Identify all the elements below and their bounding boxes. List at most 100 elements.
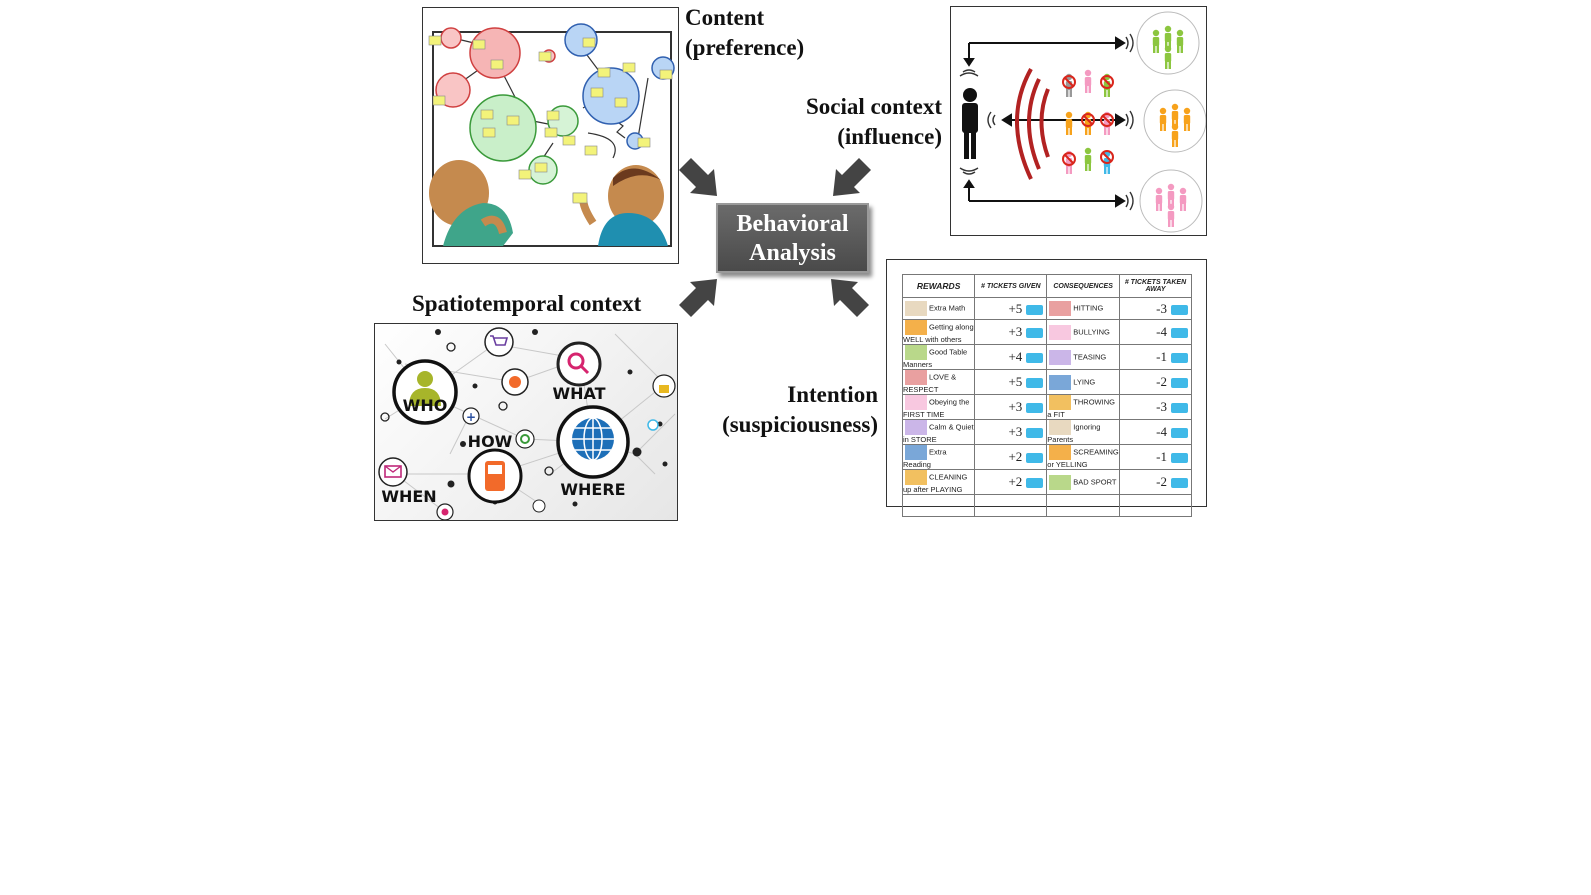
ticket-icon (1026, 478, 1044, 489)
given-text: +5 (1008, 300, 1023, 316)
table-empty-row (901, 494, 1193, 517)
clipart-icon (905, 301, 927, 316)
clipart-icon (905, 470, 927, 485)
ticket-icon (1171, 428, 1188, 439)
w5-how: HOW (468, 432, 513, 451)
thick-arrow-icon (679, 158, 871, 317)
ticket-icon (1171, 378, 1188, 389)
clipart-icon (1049, 474, 1072, 490)
reward-text: LOVE & RESPECT (903, 372, 957, 394)
clipart-icon (905, 445, 927, 460)
w5-where: WHERE (560, 480, 625, 499)
group-icon (1136, 11, 1206, 233)
w5-network-illustration: WHO WHAT + HOW WHERE WHEN (378, 327, 676, 520)
ticket-icon (1026, 403, 1044, 414)
col-tickets-given: # TICKETS GIVEN (974, 274, 1048, 298)
w5-who: WHO (403, 396, 448, 415)
col-consequences: CONSEQUENCES (1046, 274, 1120, 298)
table-row: LOVE & RESPECT +5 LYING -2 (901, 369, 1193, 395)
given-text: +2 (1008, 474, 1023, 489)
reward-text: Calm & Quiet in STORE (903, 422, 974, 444)
reward-text: Getting along WELL with others (903, 322, 974, 344)
given-text: +4 (1008, 349, 1023, 364)
clipart-icon (1049, 301, 1072, 316)
ticket-icon (1026, 304, 1044, 315)
consequence-text: LYING (1073, 377, 1096, 387)
consequence-text: HITTING (1073, 303, 1104, 313)
ticket-icon (1171, 328, 1188, 339)
clipart-icon (1049, 349, 1072, 365)
taken-text: -1 (1156, 349, 1167, 364)
clipart-icon (905, 420, 927, 435)
reward-text: Obeying the FIRST TIME (903, 397, 970, 419)
table-row: Getting along WELL with others +3 BULLYING… (901, 319, 1193, 345)
center-line1: Behavioral (736, 211, 849, 237)
social-influence-illustration (959, 11, 1206, 233)
spatiotemporal-label: Spatiotemporal context (412, 291, 642, 316)
taken-text: -3 (1156, 399, 1167, 414)
spatiotemporal-panel: WHO WHAT + HOW WHERE WHEN (374, 323, 678, 521)
ticket-icon (1171, 403, 1188, 414)
content-panel (422, 7, 679, 264)
content-label-line2: (preference) (685, 35, 805, 60)
clipart-icon (905, 370, 927, 385)
given-text: +3 (1008, 399, 1023, 414)
ticket-icon (1026, 453, 1044, 464)
social-label-line1: Social context (805, 94, 942, 119)
taken-text: -1 (1156, 449, 1167, 464)
intention-label-line2: (suspiciousness) (722, 412, 878, 437)
col-rewards: REWARDS (901, 274, 976, 298)
table-header-row: REWARDS # TICKETS GIVEN CONSEQUENCES # T… (901, 274, 1193, 298)
consequence-text: BULLYING (1073, 327, 1110, 337)
clipart-icon (905, 345, 927, 360)
svg-text:+: + (466, 410, 476, 424)
reward-text: CLEANING up after PLAYING (903, 472, 968, 494)
consequence-text: Ignoring Parents (1047, 422, 1101, 444)
clipart-icon (1049, 395, 1072, 410)
given-text: +5 (1008, 374, 1023, 389)
content-label: Content (preference) (685, 3, 804, 63)
table-row: Extra Math +5 HITTING -3 (901, 297, 1193, 320)
taken-text: -2 (1156, 374, 1167, 389)
reward-text: Extra Math (929, 303, 966, 313)
ticket-icon (1171, 353, 1188, 364)
clipart-icon (1049, 420, 1072, 435)
ticket-icon (1171, 304, 1188, 315)
given-text: +3 (1008, 424, 1023, 439)
person-icon (962, 88, 978, 159)
taken-text: -3 (1156, 300, 1167, 316)
intention-label: Intention (suspiciousness) (700, 380, 878, 440)
ticket-icon (1026, 378, 1044, 389)
social-label: Social context (influence) (790, 92, 942, 152)
intention-label-line1: Intention (787, 382, 878, 407)
ticket-icon (1026, 428, 1044, 439)
center-line2: Analysis (749, 240, 836, 266)
behavioral-analysis-box: Behavioral Analysis (716, 203, 869, 273)
table-row: Good Table Manners +4 TEASING -1 (901, 344, 1193, 370)
social-panel (950, 6, 1207, 236)
w5-when: WHEN (381, 487, 436, 506)
ticket-icon (1026, 328, 1044, 339)
given-text: +3 (1008, 324, 1023, 339)
consequence-text: SCREAMING or YELLING (1047, 447, 1119, 469)
ticket-icon (1171, 453, 1188, 464)
taken-text: -2 (1156, 474, 1167, 489)
taken-text: -4 (1156, 324, 1167, 339)
col-tickets-taken: # TICKETS TAKEN AWAY (1118, 274, 1193, 298)
clipart-icon (1049, 445, 1072, 460)
reward-text: Extra Reading (903, 447, 947, 469)
consequence-text: TEASING (1073, 352, 1107, 362)
w5-what: WHAT (552, 384, 605, 403)
rewards-table: REWARDS # TICKETS GIVEN CONSEQUENCES # T… (901, 274, 1193, 517)
clipart-icon (905, 395, 927, 410)
table-row: Calm & Quiet in STORE +3 Ignoring Parents -… (901, 419, 1193, 445)
clipart-icon (1049, 324, 1072, 340)
reward-text: Good Table Manners (903, 347, 968, 369)
clipart-icon (905, 320, 927, 335)
social-label-line2: (influence) (837, 124, 942, 149)
ticket-icon (1026, 353, 1044, 364)
taken-text: -4 (1156, 424, 1167, 439)
